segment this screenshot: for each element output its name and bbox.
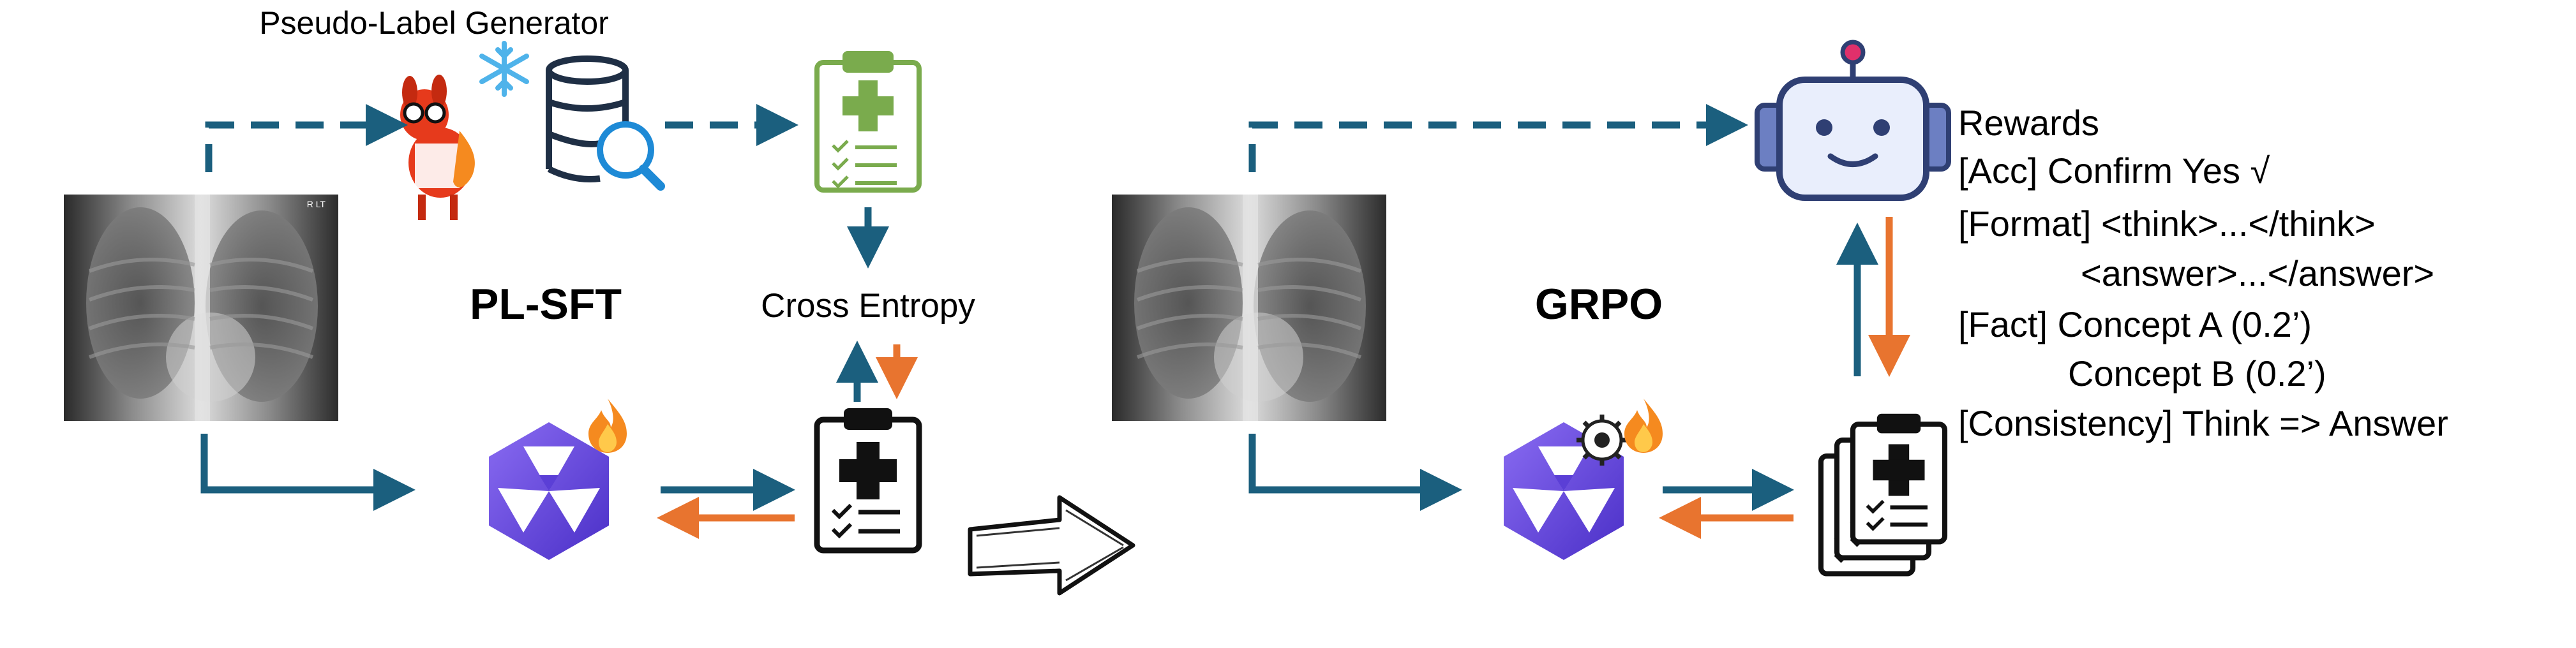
database-search-icon: [546, 55, 665, 191]
generator-label: Pseudo-Label Generator: [259, 5, 609, 41]
rewards-title: Rewards: [1958, 103, 2099, 143]
loss-label: Cross Entropy: [761, 287, 975, 325]
snowflake-icon: [479, 41, 529, 97]
reward-fact-concept-b: Concept B (0.2’): [2068, 353, 2326, 394]
fire-icon-stage2: [1624, 399, 1663, 453]
arrow-xray-to-model: [200, 434, 416, 511]
reward-acc: [Acc] Confirm Yes √: [1958, 151, 2270, 191]
arrow-xray2-to-policy: [1248, 434, 1462, 511]
llama-icon: [400, 75, 475, 220]
hand-drawn-arrow-icon: [968, 495, 1135, 596]
chest-xray-image-1: R LT: [64, 195, 338, 421]
xray-marker: R LT: [307, 199, 326, 209]
dashed-arrow-to-reward-model: [1248, 104, 1748, 172]
gear-icon: [1576, 415, 1628, 466]
rewards-panel: Rewards [Acc] Confirm Yes √ [Format] <th…: [1958, 103, 2448, 443]
clipboard-icon: [814, 51, 922, 193]
stage1-label: PL-SFT: [470, 280, 622, 328]
reward-format: [Format] <think>...</think>: [1958, 203, 2376, 244]
output-clipboards-stack-icon: [1821, 414, 1945, 574]
reward-consistency: [Consistency] Think => Answer: [1958, 403, 2448, 443]
dashed-arrows-stage1: [205, 104, 889, 269]
output-clipboard-icon: [817, 408, 919, 550]
robot-icon: [1755, 40, 1951, 201]
reward-fact: [Fact] Concept A (0.2’): [1958, 304, 2312, 344]
reward-format-answer: <answer>...</answer>: [2081, 253, 2434, 293]
fire-icon: [588, 399, 627, 453]
chest-xray-image-2: [1112, 195, 1386, 421]
stage2-label: GRPO: [1535, 280, 1663, 328]
